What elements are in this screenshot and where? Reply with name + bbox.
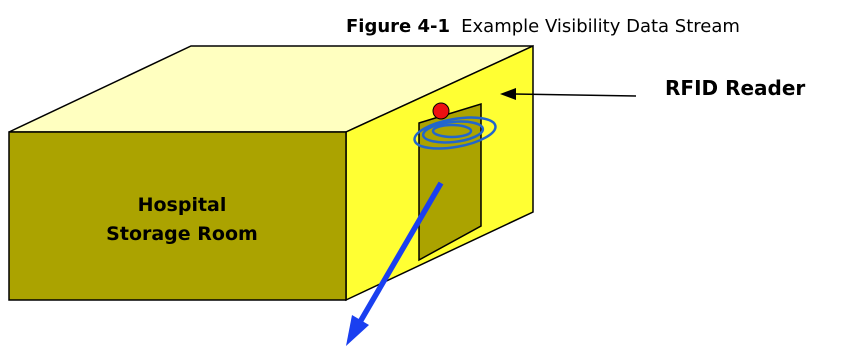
room-label-line2: Storage Room (106, 223, 258, 245)
box-front-face (8, 131, 347, 301)
rfid-reader-label: RFID Reader (665, 76, 805, 100)
caption-label: Figure 4-1 (346, 16, 450, 37)
radio-wave-icon (413, 116, 497, 150)
figure-caption: Figure 4-1 Example Visibility Data Strea… (346, 16, 740, 37)
caption-text: Example Visibility Data Stream (461, 16, 740, 37)
arrow-icon (346, 181, 444, 346)
door (418, 102, 482, 262)
room-label-line1: Hospital (138, 194, 227, 216)
reader-pointer-arrow (500, 88, 637, 100)
red-dot-icon (432, 102, 450, 120)
